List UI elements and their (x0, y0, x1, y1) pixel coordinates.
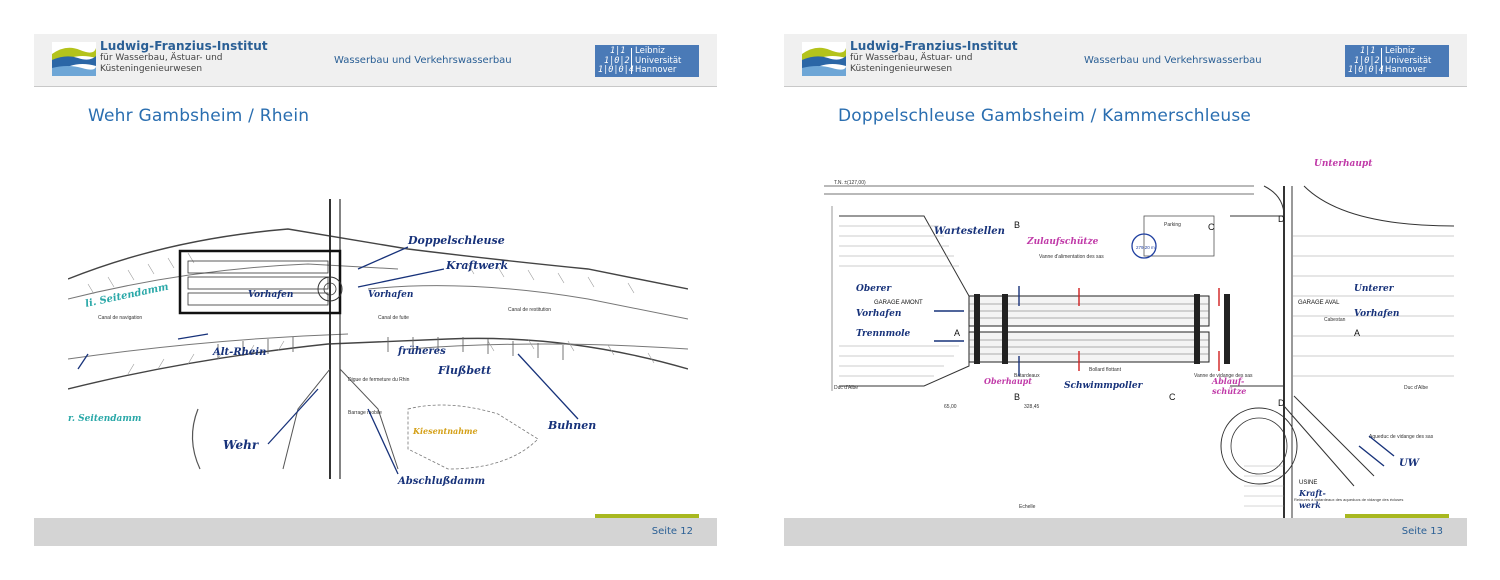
annotation: werk (1299, 500, 1321, 510)
annotation: früheres (397, 346, 446, 357)
section-marker: C (1169, 392, 1176, 402)
luh-logo-digits: 1|1 1|0|2 1|0|0|4 (598, 46, 634, 76)
annotation: Kraftwerk (445, 259, 509, 272)
annotation: Vorhafen (248, 290, 293, 300)
printed-label: GARAGE AVAL (1298, 300, 1340, 306)
page-number: Seite 13 (1401, 526, 1443, 537)
printed-label: Canal de navigation (98, 315, 142, 321)
printed-label: 328,45 (1024, 404, 1040, 410)
printed-label: GARAGE AMONT (874, 300, 923, 306)
annotation: Kraft- (1298, 488, 1326, 498)
annotation: Kiesentnahme (412, 426, 478, 436)
slide-footer: Seite 12 (34, 518, 717, 546)
slide-header: Ludwig-Franzius-Institut für Wasserbau, … (34, 34, 717, 87)
annotation: Wehr (223, 438, 260, 452)
printed-label: Vanne d'alimentation des sas (1039, 254, 1104, 260)
annotation: Oberer (856, 284, 892, 294)
slide-title: Doppelschleuse Gambsheim / Kammerschleus… (838, 106, 1252, 126)
footer-accent-bar (1345, 514, 1449, 518)
printed-label: T.N. ±(127,00) (834, 180, 866, 186)
printed-label: USINE (1299, 480, 1317, 486)
annotation: Wartestellen (934, 226, 1005, 237)
annotation: Schwimmpoller (1064, 381, 1144, 391)
printed-label: Duc d'Albe (834, 385, 858, 391)
section-marker: A (954, 328, 960, 338)
lfi-logo-icon (802, 42, 846, 76)
annotation: Unterer (1354, 284, 1395, 294)
luh-name: Leibniz Universität Hannover (635, 46, 682, 76)
section-marker: A (1354, 328, 1360, 338)
institute-name: Ludwig-Franzius-Institut für Wasserbau, … (850, 39, 1018, 74)
section-marker: C (1208, 222, 1215, 232)
annotation: Unterhaupt (1314, 159, 1373, 169)
printed-label: Batardeaux (1014, 373, 1040, 379)
printed-label: Bollard flottant (1089, 367, 1122, 373)
slide-12: Ludwig-Franzius-Institut für Wasserbau, … (34, 34, 717, 546)
printed-label: Barrage mobile (348, 410, 382, 416)
annotation: r. Seitendamm (68, 414, 141, 424)
lfi-logo-icon (52, 42, 96, 76)
annotation: Doppelschleuse (407, 234, 505, 247)
annotation: UW (1399, 458, 1421, 469)
annotation: Alt-Rhein (212, 347, 266, 358)
slide-footer: Seite 13 (784, 518, 1467, 546)
printed-label: Duc d'Albe (1404, 385, 1428, 391)
printed-label: Aqueduc de vidange des sas (1369, 434, 1434, 440)
annotation: Oberhaupt (984, 376, 1032, 386)
printed-label: Vanne de vidange des sas (1194, 373, 1253, 379)
printed-label: Cabestan (1324, 317, 1346, 323)
annotation: Abschlußdamm (397, 476, 485, 487)
section-marker: D (1278, 214, 1285, 224)
department-name: Wasserbau und Verkehrswasserbau (1084, 55, 1262, 66)
printed-label: Parking (1164, 222, 1181, 228)
printed-label: Canal de restitution (508, 307, 551, 313)
printed-label: Canal de fuite (378, 315, 409, 321)
luh-logo-digits: 1|1 1|0|2 1|0|0|4 (1348, 46, 1384, 76)
slide-title: Wehr Gambsheim / Rhein (88, 106, 310, 126)
annotation: Buhnen (547, 419, 596, 432)
annotation: Vorhafen (368, 290, 413, 300)
luh-name: Leibniz Universität Hannover (1385, 46, 1432, 76)
section-marker: D (1278, 398, 1285, 408)
footer-accent-bar (595, 514, 699, 518)
luh-logo: 1|1 1|0|2 1|0|0|4 Leibniz Universität Ha… (595, 45, 699, 77)
slide-13: Ludwig-Franzius-Institut für Wasserbau, … (784, 34, 1467, 546)
annotation: Vorhafen (856, 309, 901, 319)
luh-logo: 1|1 1|0|2 1|0|0|4 Leibniz Universität Ha… (1345, 45, 1449, 77)
annotation: Vorhafen (1354, 309, 1399, 319)
annotation: Flußbett (437, 364, 491, 377)
printed-label: Digue de fermeture du Rhin (348, 377, 410, 383)
annotation: Trennmole (856, 329, 911, 339)
annotation: schütze (1212, 386, 1246, 396)
slide-header: Ludwig-Franzius-Institut für Wasserbau, … (784, 34, 1467, 87)
page-number: Seite 12 (651, 526, 693, 537)
weir-site-plan: Canal de navigation Canal de fuite Canal… (68, 169, 688, 499)
printed-label: 279,20 m (1136, 245, 1155, 250)
printed-label: 65,00 (944, 404, 957, 410)
section-marker: B (1014, 392, 1020, 402)
lock-plan-drawing: T.N. ±(127,00) (814, 146, 1454, 518)
department-name: Wasserbau und Verkehrswasserbau (334, 55, 512, 66)
institute-name: Ludwig-Franzius-Institut für Wasserbau, … (100, 39, 268, 74)
printed-label: Reinures à batardeaux des aqueducs de vi… (1294, 497, 1403, 502)
annotation: Zulaufschütze (1026, 236, 1099, 247)
annotation: Ablauf- (1211, 376, 1244, 386)
printed-label: Echelle (1019, 504, 1036, 510)
section-marker: B (1014, 220, 1020, 230)
